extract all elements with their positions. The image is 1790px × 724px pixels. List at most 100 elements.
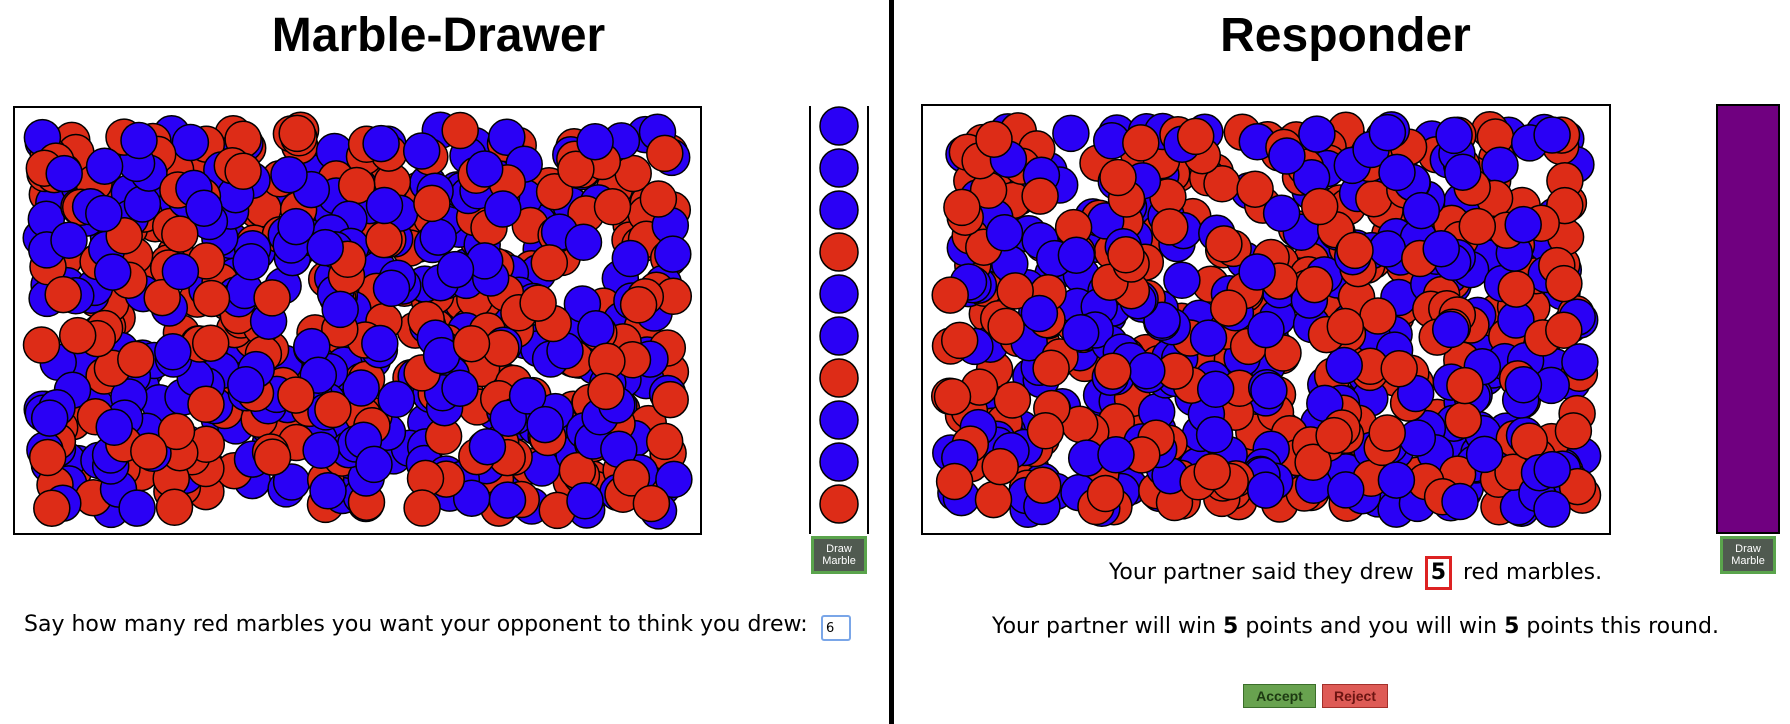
marble (192, 279, 231, 318)
marble (187, 385, 225, 424)
marble (1061, 314, 1100, 352)
marble (1205, 225, 1243, 263)
marble (1094, 352, 1132, 390)
marble (1444, 153, 1482, 191)
marble (1497, 270, 1536, 308)
marble (1402, 191, 1441, 230)
marble (1238, 253, 1276, 291)
marble (639, 180, 678, 218)
marble (302, 431, 340, 470)
responder-marbles (930, 111, 1602, 529)
drawn-marble (819, 232, 859, 272)
reject-button[interactable]: Reject (1322, 684, 1388, 708)
marble (1561, 343, 1599, 381)
hidden-marbles-tube (1716, 104, 1780, 534)
marble (557, 150, 595, 189)
marble (402, 132, 441, 170)
marble (1533, 490, 1571, 528)
marble (117, 340, 155, 379)
marble (1052, 114, 1090, 153)
marble (50, 221, 88, 259)
marble (931, 276, 969, 314)
marble (277, 207, 315, 246)
partner-claim: Your partner said they drew 5 red marble… (921, 556, 1790, 590)
marble (488, 118, 526, 156)
marble (1196, 370, 1235, 409)
marble (993, 381, 1032, 419)
marble (1435, 116, 1473, 155)
marble (171, 123, 210, 162)
responder-title: Responder (1220, 9, 1471, 62)
marble (1032, 349, 1070, 388)
marble (1295, 265, 1334, 304)
marble (1020, 294, 1059, 333)
marble (576, 122, 614, 161)
marble (1368, 414, 1406, 452)
marble (28, 438, 67, 477)
marble (85, 194, 123, 233)
marble (465, 150, 504, 188)
marble (985, 214, 1024, 252)
marble (44, 275, 82, 314)
marble (1326, 307, 1365, 346)
marble (365, 186, 404, 225)
drawn-marble (819, 274, 859, 314)
marble (191, 324, 230, 362)
marble (1380, 349, 1418, 388)
marble (253, 438, 292, 476)
marble (161, 215, 199, 253)
partner-points: 5 (1223, 614, 1239, 639)
marble (619, 286, 658, 324)
drawer-draw-marble-button[interactable]: Draw Marble (811, 536, 867, 574)
marble (484, 190, 522, 228)
marble (1151, 208, 1189, 246)
marble (612, 459, 651, 497)
marble (1097, 436, 1135, 474)
marble (587, 372, 625, 411)
report-prompt: Say how many red marbles you want your o… (24, 612, 808, 637)
marble (270, 155, 308, 194)
marble (30, 399, 69, 437)
marble (85, 147, 124, 185)
marble (155, 488, 194, 527)
marble (154, 333, 192, 371)
marble (611, 239, 650, 278)
drawn-marble (819, 190, 859, 230)
responder-marble-jar (921, 104, 1611, 535)
marble (975, 120, 1013, 158)
marble (93, 253, 132, 291)
drawn-marble (819, 442, 859, 482)
marble (1209, 289, 1248, 327)
marble (645, 422, 684, 461)
marble (372, 269, 411, 308)
marble (157, 412, 196, 451)
marble (651, 380, 689, 419)
marble (377, 380, 416, 419)
marble (1359, 297, 1397, 335)
marble (278, 114, 316, 153)
responder-draw-marble-button[interactable]: Draw Marble (1720, 536, 1776, 574)
marble (120, 121, 158, 160)
marble (118, 489, 156, 527)
marble (1336, 231, 1374, 270)
marble (123, 185, 162, 223)
marble (530, 244, 569, 282)
drawn-marble (819, 316, 859, 356)
marble (1262, 194, 1301, 233)
marble (1247, 310, 1285, 349)
marble (519, 284, 557, 322)
marble (933, 377, 972, 416)
marble (1368, 113, 1407, 152)
marble (1122, 124, 1160, 162)
red-count-input[interactable] (821, 615, 851, 641)
marble (161, 252, 200, 291)
marble (1176, 117, 1215, 156)
marble (1268, 137, 1306, 175)
marble (253, 279, 291, 317)
accept-button[interactable]: Accept (1243, 684, 1316, 708)
marble (646, 134, 684, 173)
win-text-2: points and you will win (1245, 614, 1498, 639)
marble (526, 405, 564, 444)
marble (987, 307, 1025, 346)
marble (564, 223, 603, 262)
